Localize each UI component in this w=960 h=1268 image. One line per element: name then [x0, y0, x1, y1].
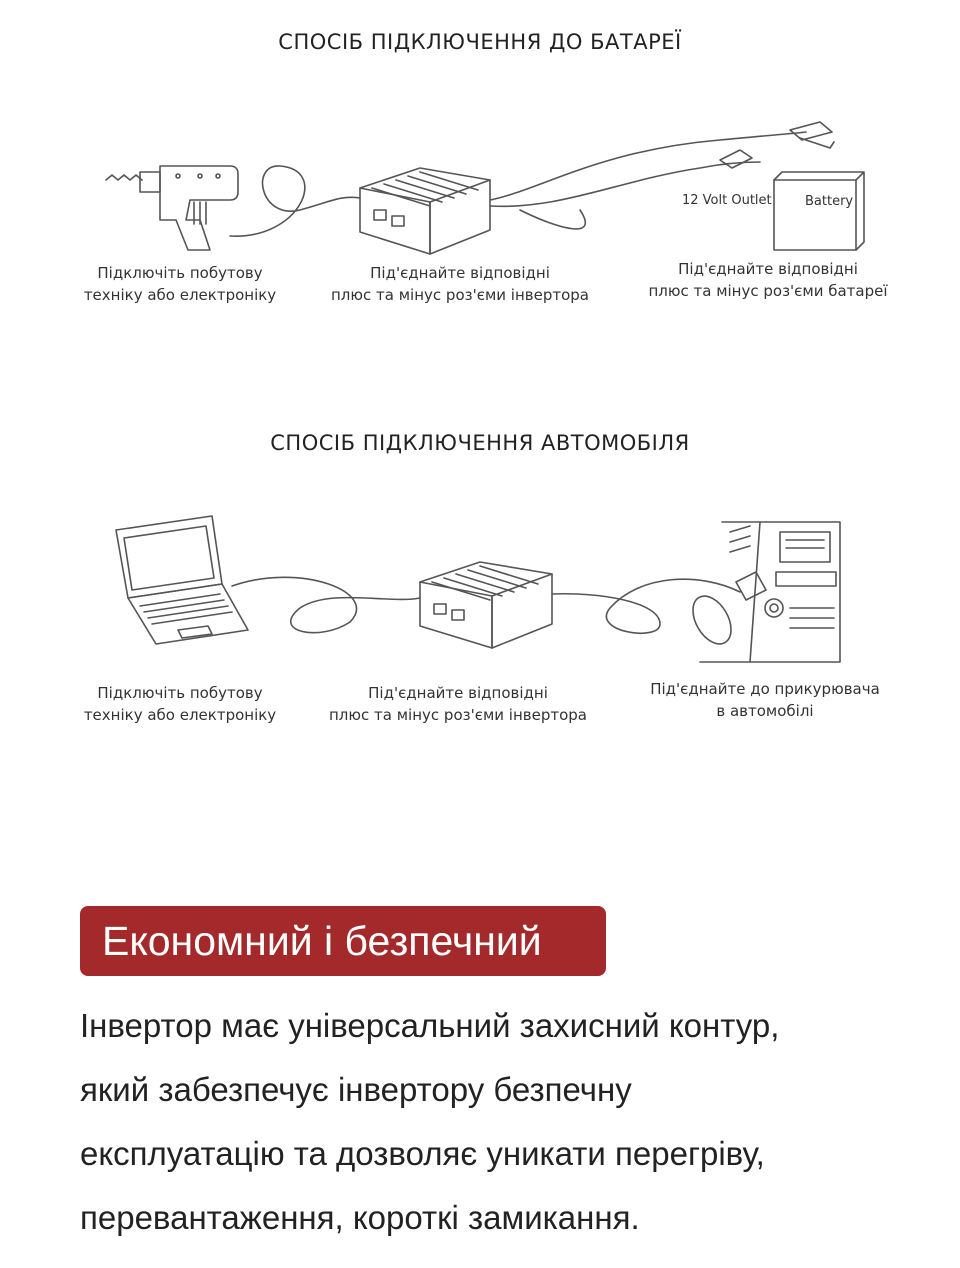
car-caption-lighter: Під'єднайте до прикурювача в автомобілі — [650, 680, 880, 720]
car-section-title: СПОСІБ ПІДКЛЮЧЕННЯ АВТОМОБІЛЯ — [270, 431, 690, 455]
laptop-icon — [115, 515, 249, 645]
feature-heading-badge: Економний і безпечний — [80, 906, 606, 976]
battery-caption-inverter: Під'єднайте відповідні плюс та мінус роз… — [331, 264, 589, 304]
car-caption-inverter: Під'єднайте відповідні плюс та мінус роз… — [329, 684, 587, 724]
feature-description: Інвертор має універсальний захисний конт… — [80, 1007, 780, 1236]
battery-icon — [773, 171, 865, 251]
drill-icon — [105, 165, 239, 251]
battery-section-title: СПОСІБ ПІДКЛЮЧЕННЯ ДО БАТАРЕЇ — [278, 30, 682, 54]
car-dashboard-icon — [699, 521, 841, 663]
inverter-icon — [359, 167, 491, 255]
inverter-icon — [419, 561, 553, 649]
outlet-label: 12 Volt Outlet — [682, 193, 772, 208]
battery-caption-battery: Під'єднайте відповідні плюс та мінус роз… — [648, 260, 888, 300]
battery-connection-diagram: 12 Volt Outlet Battery — [105, 121, 865, 255]
battery-label: Battery — [805, 194, 853, 209]
car-caption-appliance: Підключіть побутову техніку або електрон… — [83, 684, 277, 724]
car-connection-diagram — [115, 515, 841, 663]
battery-caption-appliance: Підключіть побутову техніку або електрон… — [83, 264, 277, 304]
